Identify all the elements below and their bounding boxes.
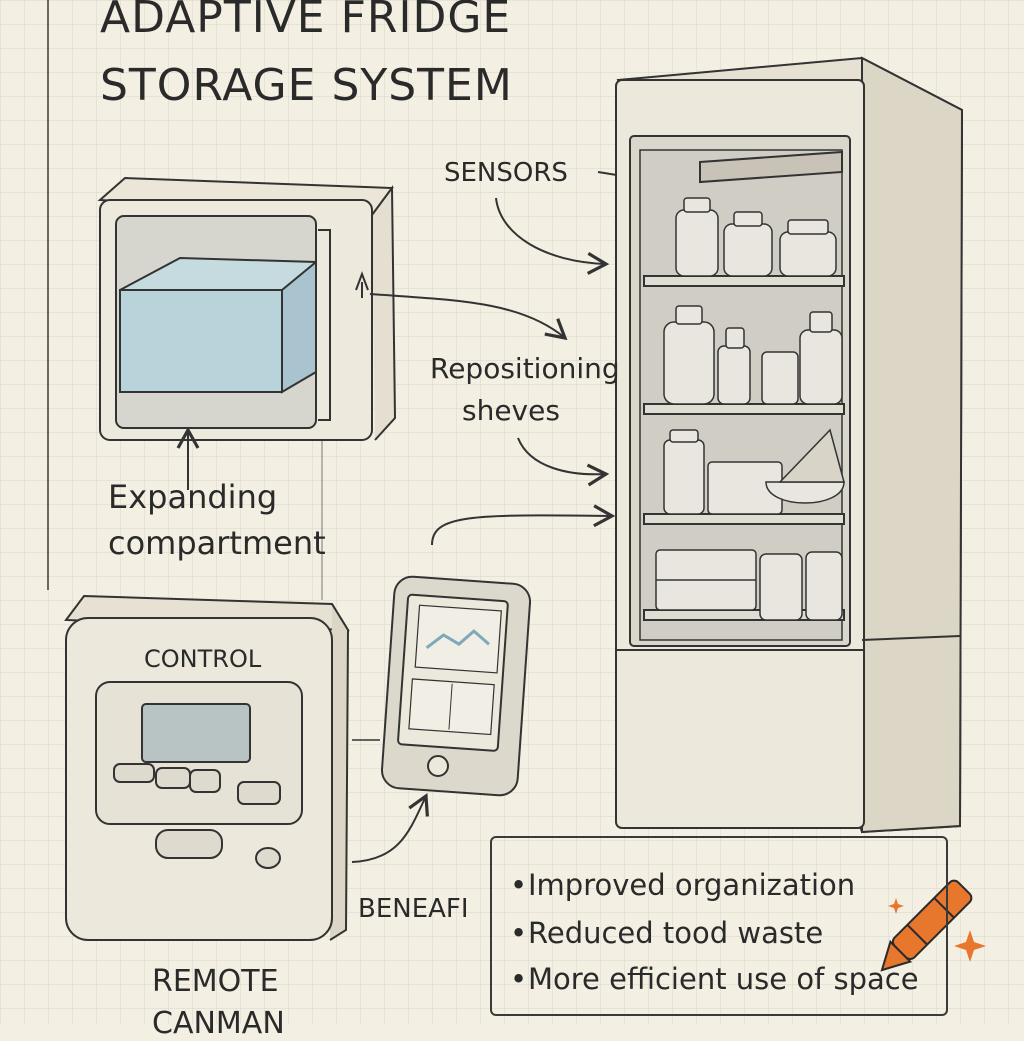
label-repositioning-line2: sheves [462,394,560,427]
label-expanding-line2: compartment [108,524,326,562]
benefit-text: More efficient use of space [528,962,919,996]
fridge-drawing [615,56,964,834]
control-panel-drawing [64,594,350,941]
arrow-to-repositioning [369,293,568,341]
benefit-item: •Improved organization [510,868,856,902]
benefit-text: Reduced tood waste [528,916,824,950]
diagram-title-line1: ADAPTIVE FRIDGE [100,0,512,43]
benefit-item: •Reduced tood waste [510,916,824,950]
benefit-text: Improved organization [528,868,856,902]
arrow-control-to-phone [351,793,429,863]
arrow-to-top-shelf [495,197,610,275]
label-benefits: BENEAFI [358,894,469,924]
label-expanding-line1: Expanding [108,478,278,516]
expanding-compartment-drawing [97,176,397,441]
label-repositioning-line1: Repositioning [430,352,620,385]
label-sensors: SENSORS [444,158,568,188]
benefit-item: •More efficient use of space [510,962,919,996]
crayon-logo-icon [880,879,973,972]
diagram-title-line2: STORAGE SYSTEM [100,60,513,111]
label-remote-line1: REMOTE [152,964,279,999]
arrow-to-lower-shelf [431,504,616,546]
benefits-box: •Improved organization •Reduced tood was… [490,836,948,1016]
sparkle-icon [888,898,986,962]
arrow-to-middle-shelf [517,437,610,487]
label-control: CONTROL [144,645,262,673]
smartphone-drawing [380,575,532,797]
